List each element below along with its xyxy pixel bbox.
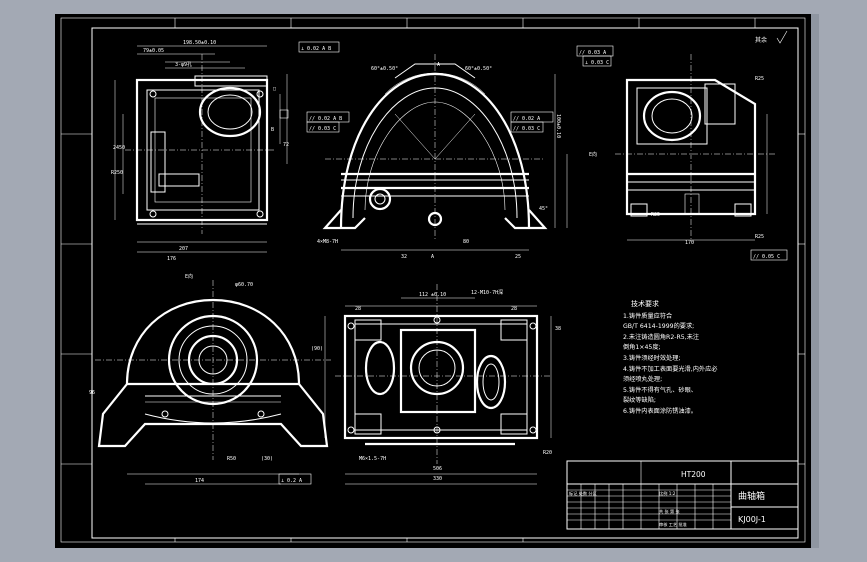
svg-text:60°±0.50°: 60°±0.50° bbox=[465, 66, 492, 72]
svg-text:其余: 其余 bbox=[755, 36, 767, 44]
svg-text:(90): (90) bbox=[311, 346, 323, 352]
svg-text:6.铸件内表面涂防锈油漆。: 6.铸件内表面涂防锈油漆。 bbox=[623, 407, 697, 415]
viewport-scrollbar[interactable] bbox=[811, 14, 819, 548]
view-side: 170 R25 R25 E向 // 0.03 A ⊥ 0.03 C // 0.0… bbox=[576, 45, 788, 261]
svg-text:A: A bbox=[437, 62, 440, 68]
cad-viewport[interactable]: 其余 198.50±0.10 3-φ9孔 79±0.05 207 176 245… bbox=[55, 14, 811, 548]
svg-text:174: 174 bbox=[195, 478, 204, 484]
svg-text:// 0.03 A: // 0.03 A bbox=[579, 50, 606, 56]
svg-text:5.铸件不得有气孔、砂眼、: 5.铸件不得有气孔、砂眼、 bbox=[623, 386, 697, 394]
svg-text:E向: E向 bbox=[589, 151, 597, 158]
svg-text:4×M8-7H: 4×M8-7H bbox=[317, 239, 338, 245]
svg-text:A: A bbox=[431, 254, 434, 260]
view-front: 60°±0.50° 60°±0.50° A ⊥ 0.02 A B // 0.02… bbox=[298, 41, 568, 260]
svg-text:// 0.03 C: // 0.03 C bbox=[309, 126, 336, 132]
drawing-number: KJ00J-1 bbox=[738, 515, 766, 524]
roughness-symbol: 其余 bbox=[755, 30, 788, 44]
sign-row: 标记 处数 分区 bbox=[569, 490, 597, 497]
view-section-e: 174 E向 φ60.70 96 R50 (30) bbox=[89, 273, 331, 485]
svg-text:2.未注铸造圆角R2-R5,未注: 2.未注铸造圆角R2-R5,未注 bbox=[623, 333, 699, 341]
svg-text:330: 330 bbox=[433, 476, 442, 482]
tech-items: 1.铸件质量应符合 GB/T 6414-1999的要求; 2.未注铸造圆角R2-… bbox=[623, 312, 718, 415]
svg-text:R20: R20 bbox=[543, 450, 552, 456]
material-label: HT200 bbox=[681, 470, 706, 479]
svg-text:3-φ9孔: 3-φ9孔 bbox=[175, 61, 192, 68]
svg-text:M6×1.5-7H: M6×1.5-7H bbox=[359, 456, 386, 462]
svg-text:R50: R50 bbox=[227, 456, 236, 462]
svg-text:38: 38 bbox=[555, 326, 561, 332]
svg-text:// 0.02 A: // 0.02 A bbox=[513, 116, 540, 122]
border-zone-ticks bbox=[61, 18, 805, 542]
svg-text:96: 96 bbox=[89, 390, 95, 396]
svg-text:28: 28 bbox=[511, 306, 517, 312]
svg-text:4.铸件不加工表面要光滑,内外应必: 4.铸件不加工表面要光滑,内外应必 bbox=[623, 365, 718, 373]
svg-text:198.50±0.10: 198.50±0.10 bbox=[183, 40, 216, 46]
svg-text:112 ±0.10: 112 ±0.10 bbox=[419, 292, 446, 298]
sheet-inner-border bbox=[91, 27, 799, 539]
svg-text:// 0.02 A B: // 0.02 A B bbox=[309, 116, 342, 122]
approval-row: 审核 工艺 批准 bbox=[659, 521, 687, 528]
svg-text:100±0.10: 100±0.10 bbox=[555, 114, 561, 138]
svg-text:⊥ 0.02 A B: ⊥ 0.02 A B bbox=[301, 46, 331, 52]
svg-text:GB/T 6414-1999的要求;: GB/T 6414-1999的要求; bbox=[623, 322, 694, 330]
svg-text:1.铸件质量应符合: 1.铸件质量应符合 bbox=[623, 312, 672, 320]
svg-text:25: 25 bbox=[515, 254, 521, 260]
svg-text:3.铸件须经时效处理;: 3.铸件须经时效处理; bbox=[623, 354, 681, 362]
tech-requirements: 技术要求 1.铸件质量应符合 GB/T 6414-1999的要求; 2.未注铸造… bbox=[623, 299, 718, 415]
svg-text:须经喷丸处理;: 须经喷丸处理; bbox=[623, 375, 662, 383]
svg-text:79±0.05: 79±0.05 bbox=[143, 48, 164, 54]
svg-text:R25: R25 bbox=[755, 76, 764, 82]
svg-text:倒角1×45度;: 倒角1×45度; bbox=[623, 343, 661, 351]
svg-text:裂纹等缺陷;: 裂纹等缺陷; bbox=[623, 396, 656, 404]
svg-text:⊥ 0.2 A: ⊥ 0.2 A bbox=[281, 478, 302, 484]
svg-text:45°: 45° bbox=[539, 206, 548, 212]
svg-text:R25: R25 bbox=[651, 212, 660, 218]
view-top: 198.50±0.10 3-φ9孔 79±0.05 207 176 2450 R… bbox=[111, 40, 289, 262]
svg-text:⊥ 0.03 C: ⊥ 0.03 C bbox=[585, 60, 609, 66]
svg-text:2450: 2450 bbox=[113, 145, 125, 151]
svg-text:506: 506 bbox=[433, 466, 442, 472]
part-name: 曲轴箱 bbox=[738, 490, 765, 502]
svg-text:R250: R250 bbox=[111, 170, 123, 176]
sheet-outer-border bbox=[60, 17, 806, 543]
svg-text:// 0.05 C: // 0.05 C bbox=[753, 254, 780, 260]
svg-text:12-M10-7H深: 12-M10-7H深 bbox=[471, 289, 503, 296]
svg-text:207: 207 bbox=[179, 246, 188, 252]
svg-text:32: 32 bbox=[401, 254, 407, 260]
svg-text:φ60.70: φ60.70 bbox=[235, 282, 253, 288]
tech-heading: 技术要求 bbox=[631, 299, 659, 308]
view-bottom: 12-M10-7H深 112 ±0.10 M6×1.5-7H 506 330 ⊥… bbox=[278, 284, 561, 485]
svg-text:28: 28 bbox=[355, 306, 361, 312]
svg-text:80: 80 bbox=[463, 239, 469, 245]
svg-text:R25: R25 bbox=[755, 234, 764, 240]
svg-text:72: 72 bbox=[283, 142, 289, 148]
svg-text:176: 176 bbox=[167, 256, 176, 262]
scale-row: 比例 1:2 bbox=[659, 490, 676, 497]
svg-text:□: □ bbox=[273, 86, 276, 92]
svg-text:170: 170 bbox=[685, 240, 694, 246]
svg-text:// 0.03 C: // 0.03 C bbox=[513, 126, 540, 132]
title-block: HT200 曲轴箱 KJ00J-1 比例 1:2 标记 处数 分区 共 张 第 … bbox=[566, 460, 799, 530]
svg-text:E向: E向 bbox=[185, 273, 193, 280]
drawing-canvas: 其余 198.50±0.10 3-φ9孔 79±0.05 207 176 245… bbox=[60, 17, 806, 543]
svg-text:(30): (30) bbox=[261, 456, 273, 462]
svg-text:B: B bbox=[271, 127, 274, 133]
svg-text:60°±0.50°: 60°±0.50° bbox=[371, 66, 398, 72]
footer-row: 共 张 第 张 bbox=[659, 508, 681, 515]
